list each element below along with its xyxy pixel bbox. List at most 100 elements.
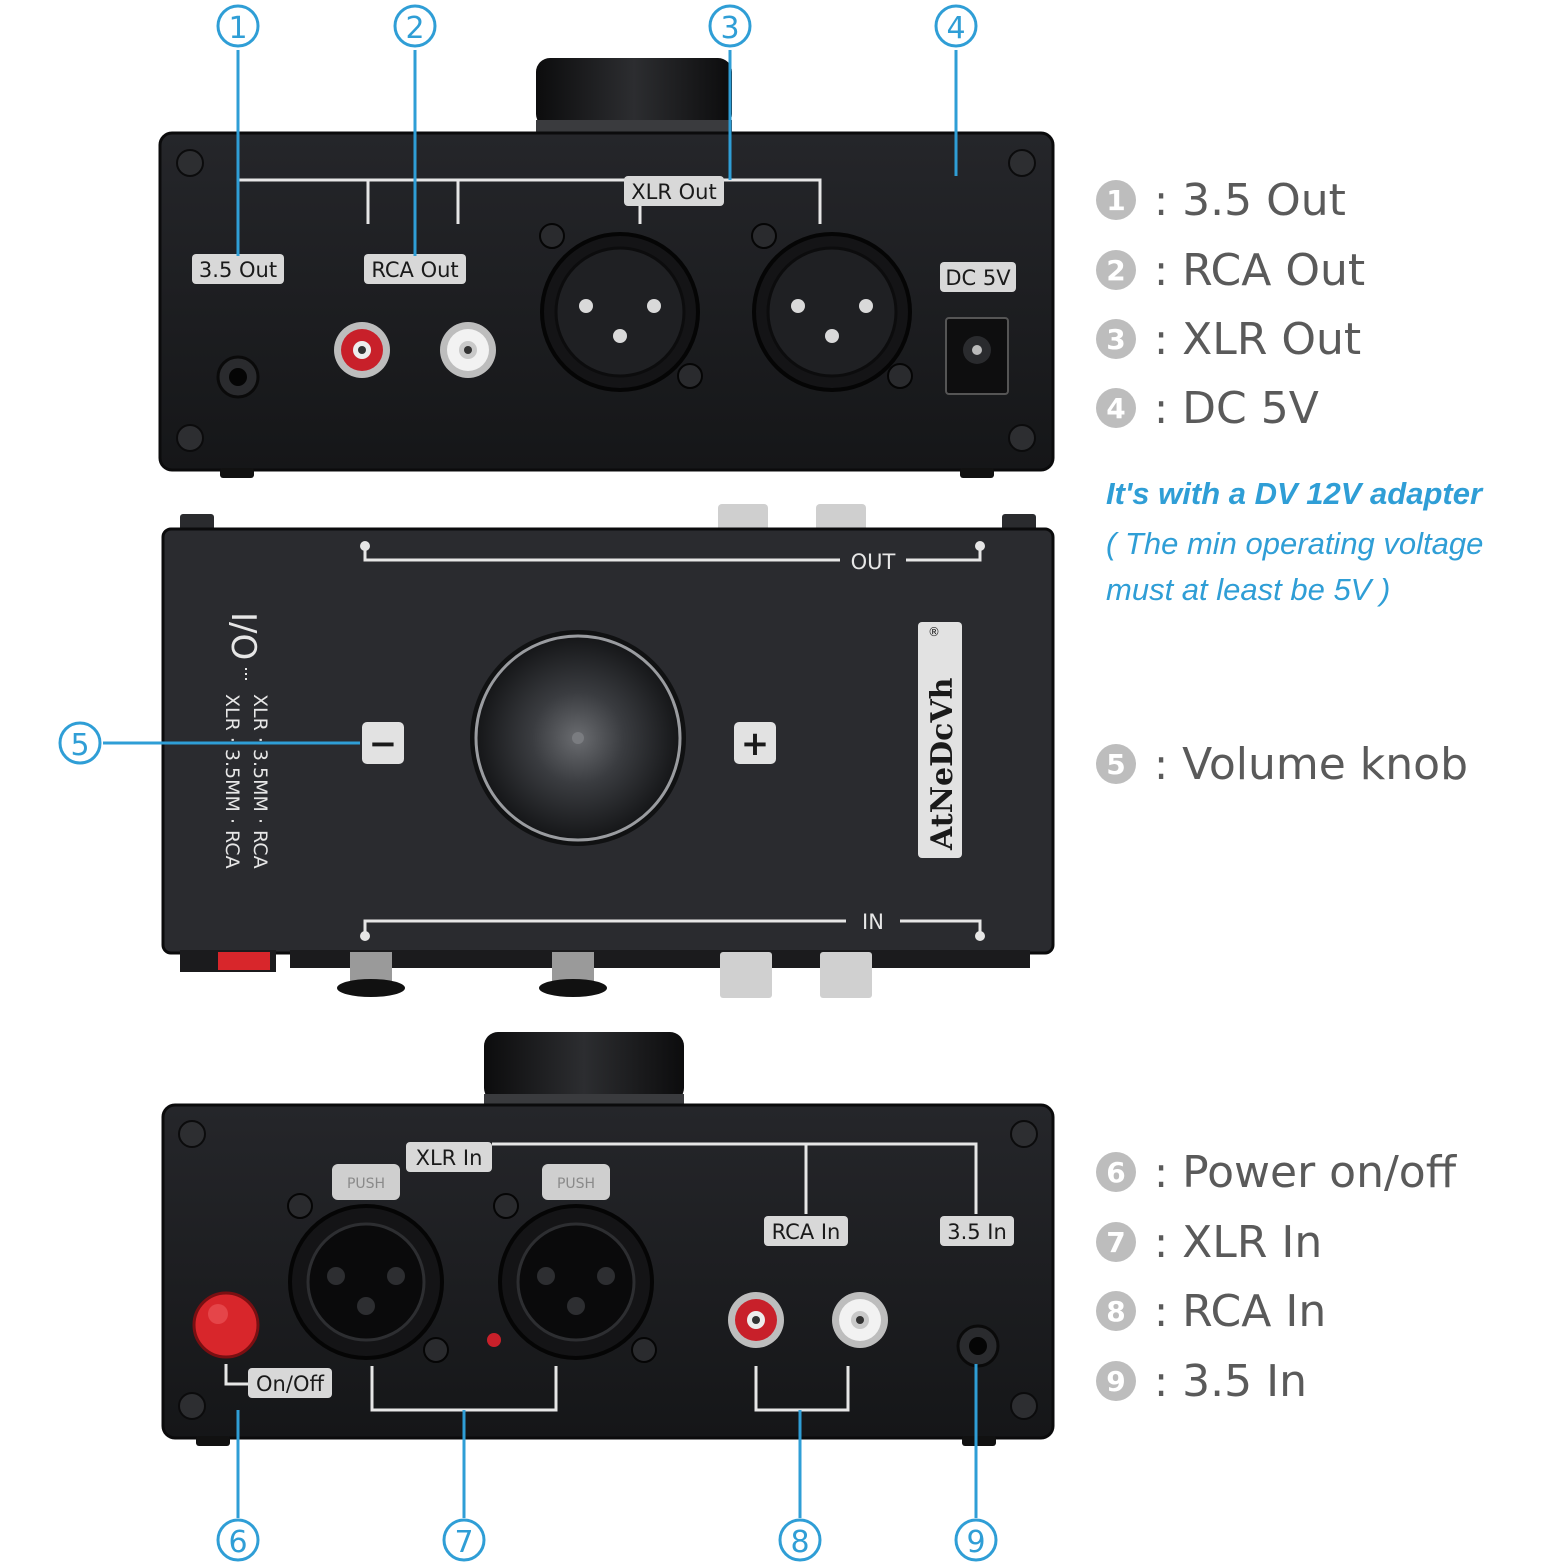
legend-number-badge: 5	[1096, 744, 1136, 784]
legend-label: Power on/off	[1182, 1146, 1457, 1198]
legend-label: RCA Out	[1182, 244, 1366, 296]
legend-number-badge: 1	[1096, 180, 1136, 220]
legend-label: 3.5 Out	[1182, 174, 1346, 226]
callout-1: 1	[216, 4, 260, 48]
minus-label: −	[369, 724, 398, 764]
callout-markers: 1 2 3 4 5 6 7 8 9	[58, 4, 998, 1562]
xlr-in-right: PUSH	[493, 1164, 657, 1363]
xlr-out-right	[751, 223, 913, 392]
legend-label: Volume knob	[1182, 738, 1469, 790]
svg-text:2: 2	[405, 11, 424, 46]
label-3-5-in: 3.5 In	[947, 1220, 1007, 1244]
xlr-push-label: PUSH	[557, 1176, 595, 1192]
top-view-panel: OUT IN I/O XLR · 3.5MM · RCA XLR · 3.5MM…	[161, 504, 1055, 998]
svg-text:4: 4	[946, 11, 965, 46]
xlr-out-left	[539, 223, 703, 392]
knob-top-view	[536, 58, 732, 128]
adapter-note-detail-1: ( The min operating voltage	[1106, 526, 1484, 561]
legend-label: XLR Out	[1182, 313, 1362, 365]
legend-number-badge: 9	[1096, 1361, 1136, 1401]
svg-text:3: 3	[720, 11, 739, 46]
callout-lines	[103, 50, 978, 1518]
power-led	[487, 1333, 501, 1347]
jack-3-5-out	[216, 355, 260, 399]
label-io-line2: XLR · 3.5MM · RCA	[221, 694, 243, 869]
legend-separator: :	[1154, 1147, 1169, 1197]
callout-7: 7	[442, 1518, 486, 1562]
legend-item-4: 4 : DC 5V	[1096, 380, 1319, 436]
legend-item-3: 3 : XLR Out	[1096, 311, 1361, 367]
legend-number-badge: 8	[1096, 1291, 1136, 1331]
legend-item-5: 5 : Volume knob	[1096, 736, 1468, 792]
label-xlr-in: XLR In	[416, 1146, 483, 1170]
legend-item-9: 9 : 3.5 In	[1096, 1353, 1307, 1409]
svg-text:8: 8	[790, 1525, 809, 1560]
svg-text:5: 5	[70, 728, 89, 763]
screw-icon	[176, 149, 1036, 452]
legend-separator: :	[1154, 1217, 1169, 1267]
callout-9: 9	[954, 1518, 998, 1562]
label-rca-in: RCA In	[772, 1220, 841, 1244]
input-panel: XLR In RCA In 3.5 In On/Off PUSH PUSH	[161, 1032, 1055, 1446]
legend-separator: :	[1154, 175, 1169, 225]
label-in: IN	[862, 910, 884, 934]
rca-in-white	[832, 1292, 888, 1348]
adapter-note-detail-2: must at least be 5V )	[1106, 572, 1391, 607]
svg-text:7: 7	[454, 1525, 473, 1560]
legend-label: DC 5V	[1182, 382, 1319, 434]
dc-jack	[945, 317, 1009, 395]
legend-separator: :	[1154, 245, 1169, 295]
label-3-5-out: 3.5 Out	[199, 258, 277, 282]
legend-label: 3.5 In	[1182, 1355, 1307, 1407]
svg-text:9: 9	[966, 1525, 985, 1560]
legend-number-badge: 3	[1096, 319, 1136, 359]
label-io: I/O	[223, 612, 263, 660]
legend-item-8: 8 : RCA In	[1096, 1283, 1326, 1339]
legend-label: XLR In	[1182, 1216, 1323, 1268]
power-button[interactable]	[192, 1291, 260, 1359]
legend-item-1: 1 : 3.5 Out	[1096, 172, 1346, 228]
legend-number-badge: 7	[1096, 1222, 1136, 1262]
callout-4: 4	[934, 4, 978, 48]
label-xlr-out: XLR Out	[631, 180, 716, 204]
legend-label: RCA In	[1182, 1285, 1327, 1337]
callout-6: 6	[216, 1518, 260, 1562]
legend-number-badge: 2	[1096, 250, 1136, 290]
svg-text:1: 1	[228, 11, 247, 46]
legend-separator: :	[1154, 1286, 1169, 1336]
screw-icon	[178, 1120, 1038, 1420]
rca-out-white	[440, 322, 496, 378]
label-on-off: On/Off	[256, 1372, 324, 1396]
jack-3-5-in	[956, 1324, 1000, 1368]
brand-logo: AtNeDcVh	[925, 677, 960, 851]
legend-separator: :	[1154, 1356, 1169, 1406]
callout-3: 3	[708, 4, 752, 48]
rca-out-red	[334, 322, 390, 378]
callout-8: 8	[778, 1518, 822, 1562]
brand-registered: ®	[928, 625, 940, 639]
legend-item-2: 2 : RCA Out	[1096, 242, 1365, 298]
svg-text:6: 6	[228, 1525, 247, 1560]
plus-label: +	[741, 724, 770, 764]
output-panel: 3.5 Out RCA Out XLR Out DC 5V	[158, 58, 1055, 478]
callout-5: 5	[58, 721, 102, 765]
legend-separator: :	[1154, 383, 1169, 433]
xlr-in-left: PUSH	[287, 1164, 449, 1363]
knob-top-view	[484, 1032, 684, 1102]
callout-2: 2	[393, 4, 437, 48]
rca-in-red	[728, 1292, 784, 1348]
legend-separator: :	[1154, 739, 1169, 789]
legend-number-badge: 6	[1096, 1152, 1136, 1192]
volume-knob[interactable]	[470, 630, 686, 846]
legend-number-badge: 4	[1096, 388, 1136, 428]
label-io-line1: XLR · 3.5MM · RCA	[249, 694, 271, 869]
label-out: OUT	[851, 550, 896, 574]
legend-separator: :	[1154, 314, 1169, 364]
label-dc-5v: DC 5V	[945, 266, 1011, 290]
xlr-push-label: PUSH	[347, 1176, 385, 1192]
adapter-note: It's with a DV 12V adapter	[1106, 476, 1483, 511]
legend-item-7: 7 : XLR In	[1096, 1214, 1322, 1270]
legend-item-6: 6 : Power on/off	[1096, 1144, 1456, 1200]
label-rca-out: RCA Out	[371, 258, 458, 282]
